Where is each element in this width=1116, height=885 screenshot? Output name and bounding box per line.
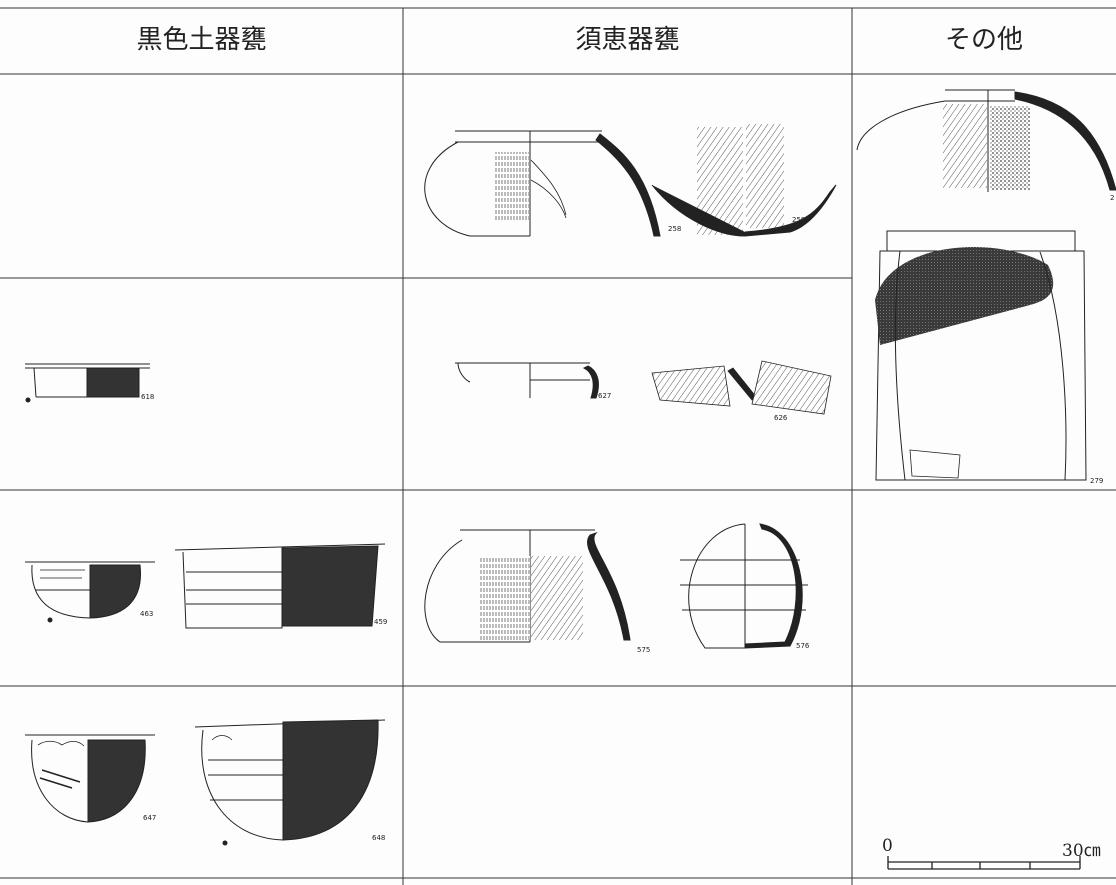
vessel-575 — [424, 529, 631, 643]
fig-number-459: 459 — [374, 618, 387, 626]
vessel-618 — [25, 363, 150, 403]
scale-zero-label: 0 — [882, 836, 893, 856]
header-black-pottery: 黒色土器甕 — [136, 24, 267, 55]
vessel-626 — [651, 360, 832, 415]
fig-number-618: 618 — [141, 393, 154, 401]
scale-max-label: 30㎝ — [1062, 841, 1101, 861]
fig-number-259: 259 — [792, 216, 805, 224]
fig-number-576: 576 — [796, 642, 810, 650]
header-sue-ware: 須恵器甕 — [575, 24, 680, 55]
vessel-627 — [455, 362, 599, 399]
fig-number-463: 463 — [140, 610, 153, 618]
vessel-258 — [424, 130, 661, 237]
header-other: その他 — [944, 24, 1023, 55]
fig-number-627: 627 — [598, 392, 611, 400]
table-grid — [0, 7, 1116, 885]
fig-number-575: 575 — [637, 646, 650, 654]
vessel-648 — [194, 719, 386, 846]
vessel-576 — [680, 523, 808, 649]
vessel-279 — [875, 230, 1087, 481]
fig-number-258: 258 — [668, 225, 681, 233]
vessel-463 — [25, 561, 155, 623]
fig-number-626: 626 — [774, 414, 788, 422]
vessel-647 — [25, 734, 155, 823]
scale-bar — [887, 856, 1081, 870]
vessel-27x — [856, 89, 1116, 192]
vessel-459 — [174, 543, 386, 629]
fig-number-648: 648 — [372, 834, 385, 842]
vessel-259 — [651, 124, 837, 237]
fig-number-647: 647 — [143, 814, 156, 822]
fig-number-279: 279 — [1090, 477, 1103, 485]
fig-number-27x: 2 — [1110, 194, 1114, 202]
